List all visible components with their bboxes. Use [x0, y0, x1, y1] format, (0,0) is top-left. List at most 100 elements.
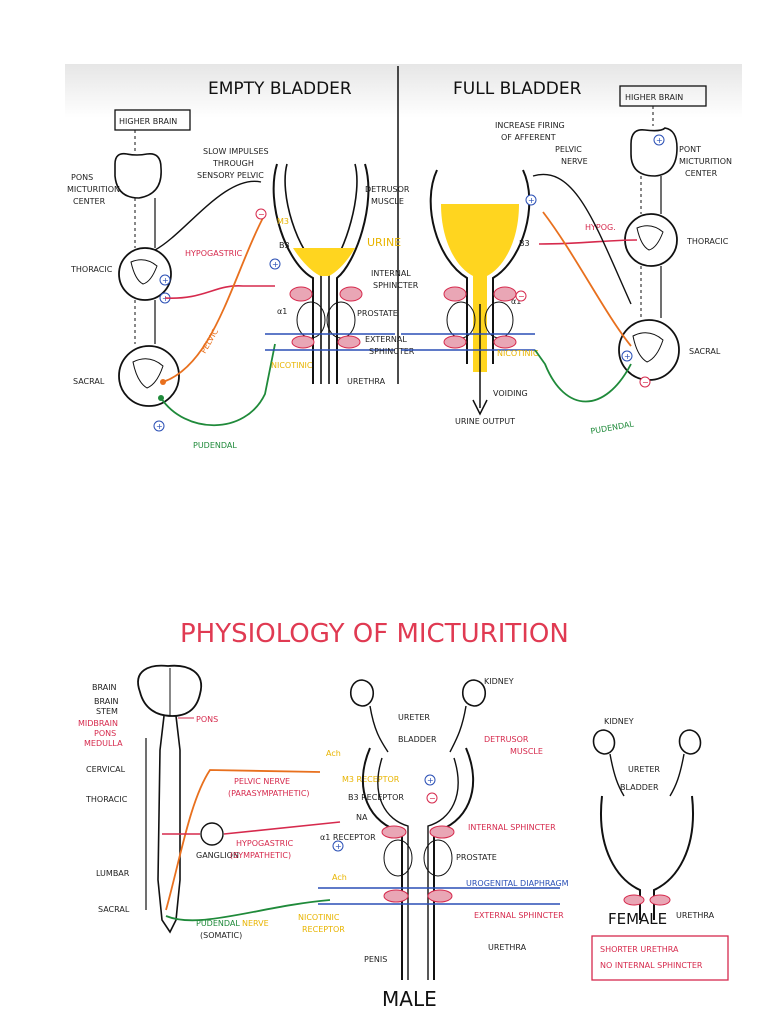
ureter-male-label: URETER: [398, 713, 430, 722]
female-sphincter-r: [649, 894, 671, 906]
a1-label-left: α1: [277, 307, 287, 316]
pudendal-label-right: PUDENDAL: [590, 419, 635, 436]
medulla-label: MEDULLA: [84, 739, 123, 748]
pons-label-left: PONS: [71, 173, 93, 182]
detrusor-label-1: DETRUSOR: [365, 185, 410, 194]
pont-label-2: MICTURITION: [679, 157, 732, 166]
lumbar-label: LUMBAR: [96, 869, 130, 878]
pudendal-label-left: PUDENDAL: [193, 441, 237, 450]
kidney-male-left: [349, 679, 375, 707]
internal-sphincter-l: [381, 825, 407, 839]
urine-large: [441, 204, 519, 276]
thoracic-grey-right: [636, 225, 664, 251]
minus-sign: −: [518, 292, 525, 301]
prostate-l: [383, 839, 413, 877]
ureters-male: [369, 705, 467, 753]
physiology-panel: PHYSIOLOGY OF MICTURITION BRAIN BRAIN ST…: [0, 600, 768, 1024]
plus-sign: +: [624, 352, 631, 361]
kidney-female-left: [592, 729, 616, 755]
pelvic-nerve-right: [542, 211, 632, 347]
nicotinic-label-2: RECEPTOR: [302, 925, 345, 934]
slow-label-2: THROUGH: [212, 159, 254, 168]
female-note-box: [591, 935, 729, 981]
pelvic-nerve-left: [162, 213, 266, 383]
sympathetic-label: (SYMPATHETIC): [230, 851, 291, 860]
external-sphincter-label: EXTERNAL SPHINCTER: [474, 911, 564, 920]
kidney-female-label: KIDNEY: [604, 717, 634, 726]
hypogastric-nerve-left: [164, 285, 275, 299]
bladder-male-label: BLADDER: [398, 735, 437, 744]
thoracic-label-left: THORACIC: [70, 265, 113, 274]
voiding-arrowhead: [472, 399, 488, 416]
sacral-label-left: SACRAL: [73, 377, 105, 386]
hypogastric-label: HYPOGASTRIC: [236, 839, 294, 848]
sacral-grey-left: [132, 358, 164, 389]
hypogastric-nerve: [162, 821, 341, 835]
a1-receptor-label: α1 RECEPTOR: [320, 833, 376, 842]
urethra-label-top: URETHRA: [347, 377, 386, 386]
thoracic-segment-left: [118, 247, 172, 301]
nicotinic-label-1: NICOTINIC: [298, 913, 340, 922]
pudendal-nerve-right: [534, 349, 632, 403]
prostate-left-r: [326, 301, 356, 339]
sacral-label: SACRAL: [98, 905, 130, 914]
plus-icon: [621, 350, 633, 362]
sacral-label-right: SACRAL: [689, 347, 721, 356]
pons-left: [114, 152, 162, 199]
brain-stem-label-2: STEM: [96, 707, 118, 716]
brain-stem-label-1: BRAIN: [94, 697, 119, 706]
higher-brain-box-right: [619, 85, 707, 107]
external-label-1: EXTERNAL: [365, 335, 407, 344]
ureters-female: [609, 753, 685, 797]
physiology-title: PHYSIOLOGY OF MICTURITION: [180, 619, 569, 649]
pudendal-nerve-left: [160, 343, 276, 427]
increase-label-4: NERVE: [561, 157, 588, 166]
plus-icon: [269, 258, 281, 270]
plus-icon: [424, 774, 436, 786]
brain-drawing: [137, 664, 203, 717]
plus-sign: +: [156, 422, 163, 431]
internal-label-2: SPHINCTER: [373, 281, 419, 290]
pudendal-label: PUDENDAL: [196, 919, 240, 928]
kidney-male-right: [461, 679, 487, 707]
physiology-diagram: PHYSIOLOGY OF MICTURITION BRAIN BRAIN ST…: [78, 619, 729, 1011]
hypogastric-nerve-right: [538, 239, 638, 245]
b3-label-left: B3: [279, 241, 290, 250]
plus-sign: +: [427, 776, 434, 785]
empty-full-bladder-diagram: EMPTY BLADDER FULL BLADDER HIGHER BRAIN …: [67, 66, 732, 450]
spinal-cord: [157, 715, 181, 934]
pelvic-nerve-label: PELVIC NERVE: [234, 777, 290, 786]
detrusor-label-2: MUSCLE: [371, 197, 404, 206]
external-sphincter-right-r: [493, 335, 517, 349]
internal-sphincter-label: INTERNAL SPHINCTER: [468, 823, 556, 832]
parasympathetic-label: (PARASYMPATHETIC): [228, 789, 310, 798]
urine-small: [293, 248, 355, 276]
external-sphincter-l: [383, 889, 409, 903]
external-sphincter-right-l: [443, 335, 467, 349]
thoracic-label-right: THORACIC: [686, 237, 729, 246]
higher-brain-label-right: HIGHER BRAIN: [625, 93, 683, 102]
somatic-label: (SOMATIC): [200, 931, 242, 940]
female-note-1: SHORTER URETHRA: [600, 945, 679, 954]
bladder-female-label: BLADDER: [620, 783, 659, 792]
external-sphincter-left-r: [337, 335, 361, 349]
nerve-label: NERVE: [242, 919, 269, 928]
higher-brain-box-left: [114, 109, 191, 131]
pelvic-label-left: PELVIC: [199, 327, 220, 355]
internal-sphincter-right-l: [443, 286, 467, 302]
minus-sign: −: [258, 210, 265, 219]
internal-label-1: INTERNAL: [371, 269, 411, 278]
external-sphincter-left-l: [291, 335, 315, 349]
internal-sphincter-left-r: [339, 286, 363, 302]
plus-sign: +: [272, 260, 279, 269]
prostate-label: PROSTATE: [456, 853, 497, 862]
urine-output-label: URINE OUTPUT: [455, 417, 515, 426]
increase-label-1: INCREASE FIRING: [495, 121, 565, 130]
hypog-label-right: HYPOG.: [585, 223, 616, 232]
b3-label-right: B3: [519, 239, 530, 248]
higher-brain-label-left: HIGHER BRAIN: [119, 117, 177, 126]
increase-label-3: PELVIC: [555, 145, 582, 154]
prostate-label: PROSTATE: [357, 309, 398, 318]
pons-label-left-2: MICTURITION: [67, 185, 120, 194]
empty-bladder-title: EMPTY BLADDER: [208, 79, 352, 99]
